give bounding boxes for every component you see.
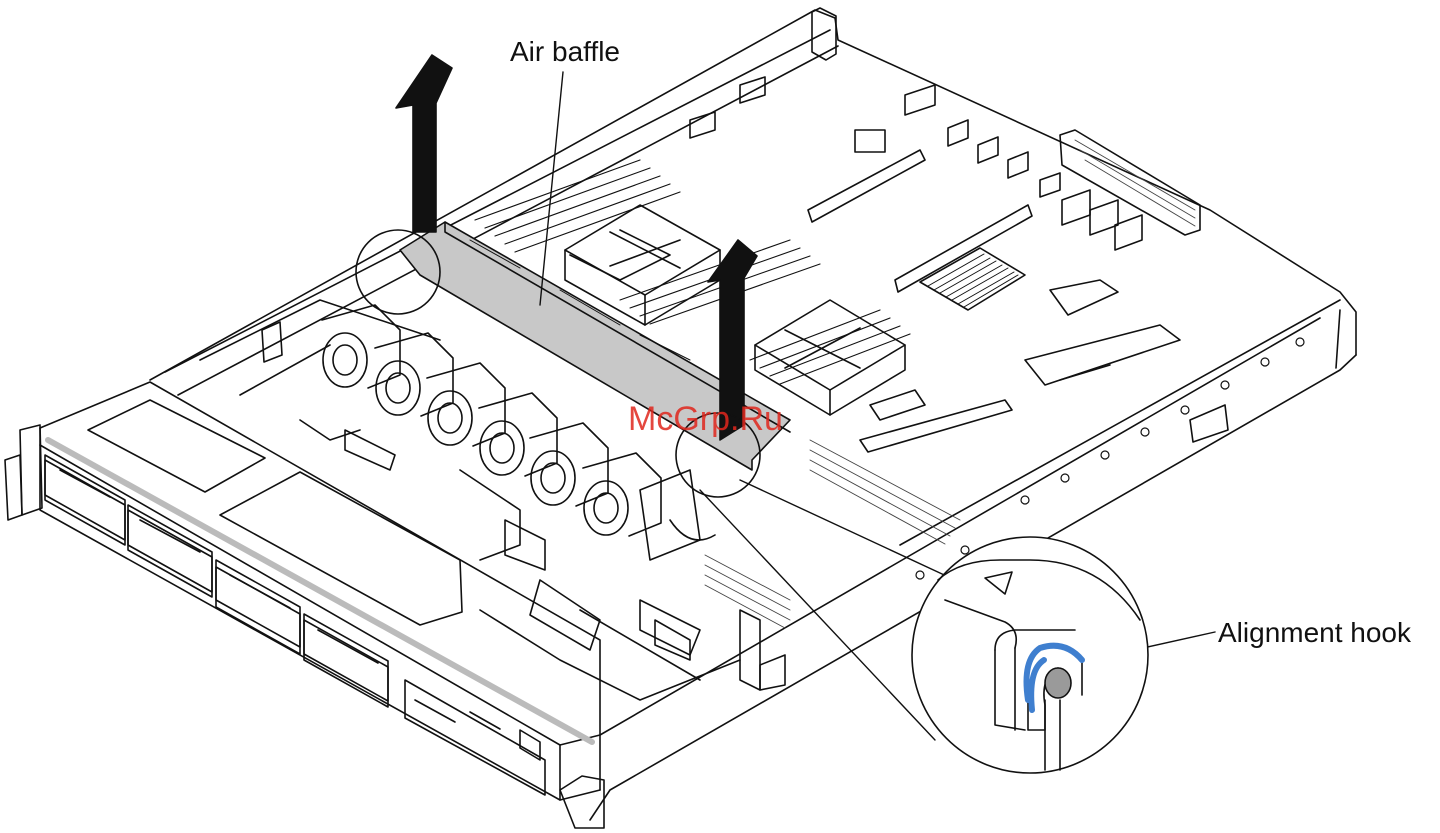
fan-1	[322, 305, 400, 388]
lift-arrow-left-icon	[396, 55, 452, 232]
fan-6	[583, 453, 661, 536]
alignment-hook-label: Alignment hook	[1218, 619, 1411, 647]
drive-bays	[45, 455, 545, 795]
watermark: McGrp.Ru	[628, 400, 783, 439]
alignment-hook-detail	[912, 537, 1148, 773]
air-baffle-label: Air baffle	[510, 38, 620, 66]
cover-recesses	[88, 400, 462, 625]
